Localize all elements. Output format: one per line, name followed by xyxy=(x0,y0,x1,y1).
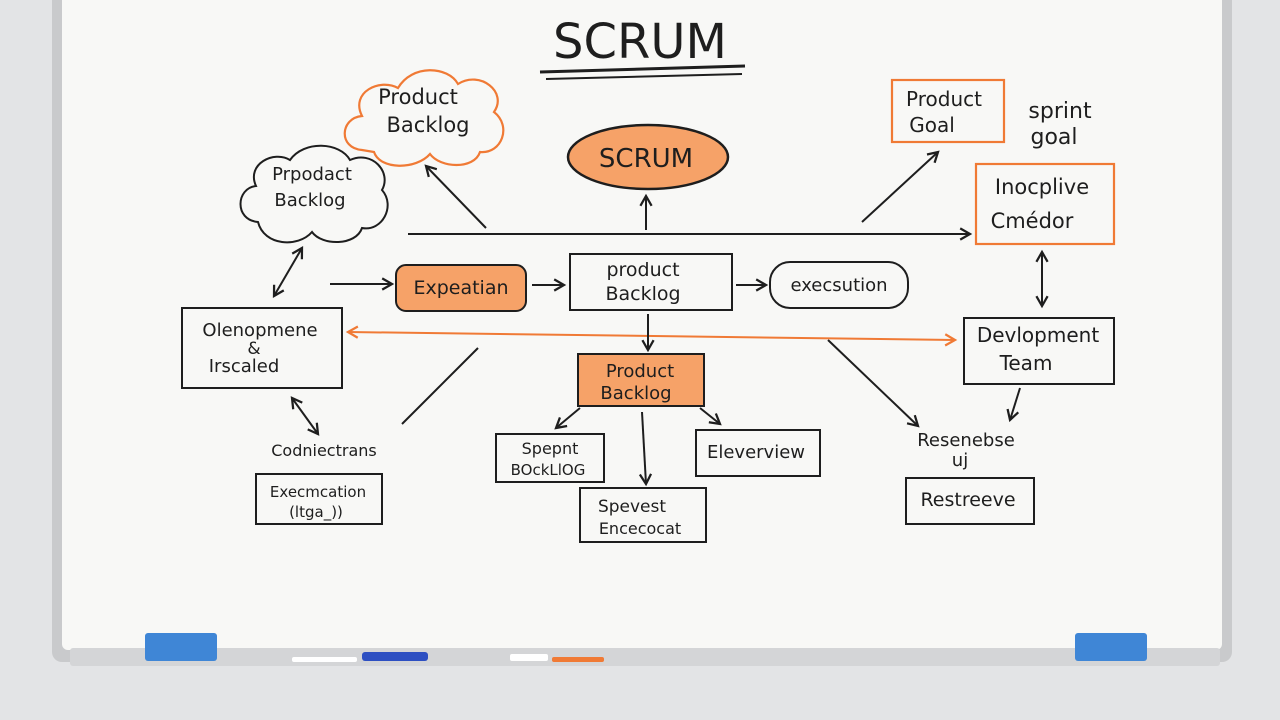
arrow-team-resenebse xyxy=(1006,387,1021,423)
cloud-product-backlog-left: Prpodact Backlog xyxy=(239,144,389,244)
spevest-line2: Encecocat xyxy=(599,519,681,538)
spepnt-line1: Spepnt xyxy=(522,439,579,458)
execmcation-line2: (ltga_)) xyxy=(289,503,343,522)
cloud-top-line2: Backlog xyxy=(387,113,470,137)
incoplive-box: Inocplive Cmédor xyxy=(974,162,1116,246)
cloud-top-line1: Product xyxy=(378,85,458,109)
expectation-label: Expeatian xyxy=(413,277,508,299)
arrow-olenopment-codniectrans xyxy=(290,396,320,436)
execution-box: execsution xyxy=(769,261,909,309)
spepnt-backlog-box: Spepnt BOckLlOG xyxy=(495,433,605,483)
arrow-to-resenebse xyxy=(827,339,920,428)
title-underline-1 xyxy=(539,64,746,74)
orange-double-arrow xyxy=(345,325,958,347)
product-backlog-middle-box: product Backlog xyxy=(569,253,733,311)
product-backlog-mid-line2: Backlog xyxy=(605,283,680,305)
arrow-to-product-goal xyxy=(861,150,940,223)
product-backlog-orange-line2: Backlog xyxy=(600,383,671,404)
marker-orange[interactable] xyxy=(552,657,604,662)
product-backlog-orange-box: Product Backlog xyxy=(577,353,705,407)
restreeve-box: Restreeve xyxy=(905,477,1035,525)
eleverview-label: Eleverview xyxy=(707,442,805,463)
execution-label: execsution xyxy=(790,275,887,296)
cloud-left-line2: Backlog xyxy=(274,190,345,211)
eraser-left[interactable] xyxy=(145,633,217,661)
expectation-box: Expeatian xyxy=(395,264,527,312)
marker-blue[interactable] xyxy=(362,652,428,661)
olenopment-box: Olenopmene & Irscaled xyxy=(181,307,343,389)
resenebse-line2: uj xyxy=(952,450,968,471)
devlopment-team-line2: Team xyxy=(999,351,1053,375)
title-underline-2 xyxy=(545,73,743,80)
title-scrum: SCRUM xyxy=(553,14,727,70)
eleverview-box: Eleverview xyxy=(695,429,821,477)
product-backlog-mid-line1: product xyxy=(606,259,679,281)
marker-white-1[interactable] xyxy=(292,657,357,662)
product-goal-box: Product Goal xyxy=(890,78,1006,144)
arrow-to-spepnt xyxy=(554,407,581,430)
marker-white-2[interactable] xyxy=(510,654,548,661)
scrum-oval-label: SCRUM xyxy=(599,144,693,174)
sprint-goal-line1: sprint xyxy=(1028,99,1092,124)
eraser-right[interactable] xyxy=(1075,633,1147,661)
incoplive-line1: Inocplive xyxy=(995,175,1089,199)
arrow-to-eleverview xyxy=(699,407,722,426)
product-goal-line2: Goal xyxy=(909,113,955,137)
devlopment-team-box: Devlopment Team xyxy=(963,317,1115,385)
spevest-line1: Spevest xyxy=(598,497,666,517)
execmcation-line1: Execmcation xyxy=(270,483,366,501)
product-goal-line1: Product xyxy=(906,87,982,111)
cloud-left-line1: Prpodact xyxy=(272,164,352,185)
arrow-to-spevest xyxy=(638,411,653,487)
restreeve-label: Restreeve xyxy=(920,489,1015,511)
line-to-codniectrans xyxy=(401,347,479,425)
product-backlog-orange-line1: Product xyxy=(606,361,674,382)
arrow-cloud-left-olenopment xyxy=(272,246,304,298)
execmcation-box: Execmcation (ltga_)) xyxy=(255,473,383,525)
incoplive-line2: Cmédor xyxy=(991,209,1074,233)
arrow-to-cloud-top xyxy=(424,164,487,229)
scrum-oval: SCRUM xyxy=(566,123,730,191)
resenebse-line1: Resenebse xyxy=(917,430,1015,451)
devlopment-team-line1: Devlopment xyxy=(977,323,1099,347)
spepnt-line2: BOckLlOG xyxy=(511,461,586,479)
marker-tray xyxy=(70,648,1220,666)
olenopment-line3: Irscaled xyxy=(209,356,280,377)
cloud-product-backlog-top: Product Backlog xyxy=(343,69,505,167)
olenopment-line1: Olenopmene xyxy=(202,320,317,341)
spevest-box: Spevest Encecocat xyxy=(579,487,707,543)
olenopment-line2: & xyxy=(247,339,260,359)
sprint-goal-line2: goal xyxy=(1030,125,1077,150)
codniectrans-label: Codniectrans xyxy=(271,441,376,460)
